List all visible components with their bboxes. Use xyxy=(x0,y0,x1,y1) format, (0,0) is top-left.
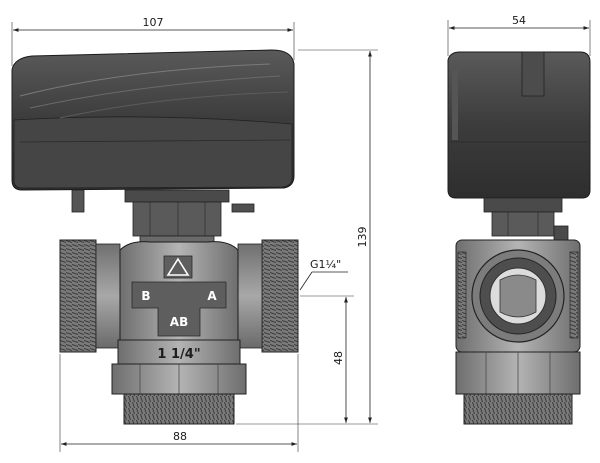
port-a-label: A xyxy=(207,289,217,303)
dim-port-height: 48 xyxy=(332,351,345,365)
side-view xyxy=(447,51,591,425)
side-actuator-housing xyxy=(447,51,591,199)
left-port-thread xyxy=(59,239,121,353)
dim-width-side: 54 xyxy=(512,14,526,27)
side-valve-body xyxy=(455,239,581,353)
front-dimensions: 107 139 48 G1¼" 88 xyxy=(11,16,378,452)
side-dimensions: 54 xyxy=(447,14,591,56)
side-coupling xyxy=(483,197,569,241)
front-view: B A AB 1 1/4" xyxy=(11,49,299,425)
size-marking: 1 1/4" xyxy=(157,347,200,362)
valve-body: B A AB 1 1/4" xyxy=(117,241,241,365)
dim-body-width: 88 xyxy=(173,430,187,443)
right-port-thread xyxy=(237,239,299,353)
flow-arrow-icon xyxy=(166,257,190,276)
actuator-coupling xyxy=(71,189,255,245)
port-b-label: B xyxy=(141,289,150,303)
dim-total-height: 139 xyxy=(356,227,369,248)
dim-width-front: 107 xyxy=(143,16,164,29)
thread-callout: G1¼" xyxy=(310,258,341,271)
actuator-housing xyxy=(11,49,295,191)
bottom-connector xyxy=(111,363,247,425)
port-ab-label: AB xyxy=(170,315,188,329)
side-bottom-connector xyxy=(455,351,581,425)
